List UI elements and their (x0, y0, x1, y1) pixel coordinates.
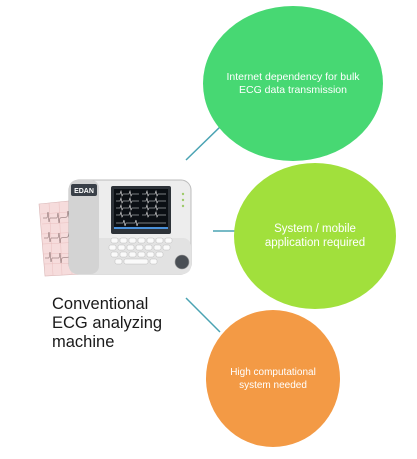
device-caption: Conventional ECG analyzing machine (52, 295, 162, 352)
node-mobile-application: System / mobile application required (234, 163, 396, 309)
node-computational-system: High computational system needed (206, 310, 340, 447)
node-internet-dependency: Internet dependency for bulk ECG data tr… (203, 6, 383, 161)
node-label: System / mobile application required (264, 223, 366, 249)
ecg-machine-image: EDAN (38, 179, 192, 277)
ecg-keyboard (108, 237, 173, 265)
caption-line: machine (52, 333, 115, 351)
node-label: Internet dependency for bulk ECG data tr… (226, 70, 360, 96)
ecg-screen (111, 186, 171, 234)
caption-line: ECG analyzing (52, 314, 163, 332)
caption-line: Conventional (52, 295, 149, 313)
ecg-status-leds (181, 192, 185, 208)
connector-line-bottom (185, 297, 221, 333)
brand-logo: EDAN (74, 188, 94, 195)
ecg-dial (174, 254, 190, 270)
node-label: High computational system needed (230, 366, 316, 391)
connector-line-top (185, 124, 223, 161)
